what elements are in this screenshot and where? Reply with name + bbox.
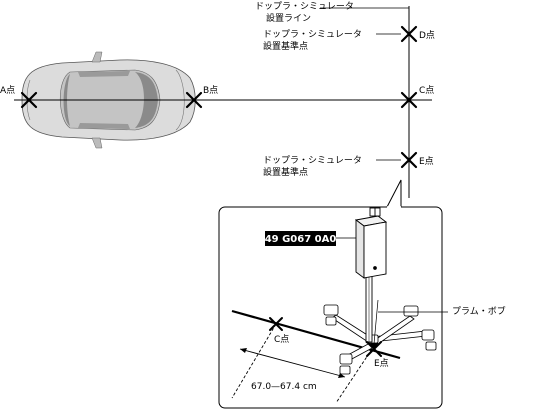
part-number-text: 49 G067 0A0 — [265, 234, 337, 245]
plumb-bob-label: プラム・ボブ — [452, 305, 506, 317]
point-a-marker — [20, 91, 38, 109]
dimension-arrow — [239, 348, 346, 378]
point-e-marker — [400, 151, 418, 169]
point-d-marker — [400, 25, 418, 43]
point-b-marker — [185, 91, 203, 109]
point-b-label: B点 — [203, 85, 218, 96]
detail-callout-pointer — [386, 179, 402, 208]
detail-point-e-label: E点 — [374, 358, 389, 369]
detail-point-c-label: C点 — [274, 334, 289, 345]
ref-d-text-1: ドップラ・シミュレータ — [263, 29, 362, 40]
ref-e-text-1: ドップラ・シミュレータ — [263, 155, 362, 166]
point-d-label: D点 — [419, 30, 435, 41]
install-line-text-2: 設置ライン — [266, 12, 311, 24]
dim-ext-e — [335, 348, 373, 404]
dimension-text: 67.0—67.4 cm — [251, 382, 317, 392]
ref-d-text-2: 設置基準点 — [263, 40, 308, 52]
install-line-text-1: ドップラ・シミュレータ — [255, 1, 354, 12]
detail-point-c-marker — [269, 317, 283, 331]
plumb-bob-string — [373, 299, 379, 345]
point-e-label: E点 — [419, 156, 434, 167]
dim-ext-c — [231, 323, 277, 399]
plumb-bob — [370, 343, 378, 351]
simulator-stand — [323, 304, 437, 375]
point-a-label: A点 — [0, 85, 15, 96]
point-c-label: C点 — [419, 85, 434, 96]
point-c-marker — [400, 91, 418, 109]
part-number-tag — [265, 231, 336, 246]
ref-e-text-2: 設置基準点 — [263, 166, 308, 178]
detail-point-e-marker — [366, 341, 382, 357]
doppler-simulator-unit — [354, 207, 388, 279]
